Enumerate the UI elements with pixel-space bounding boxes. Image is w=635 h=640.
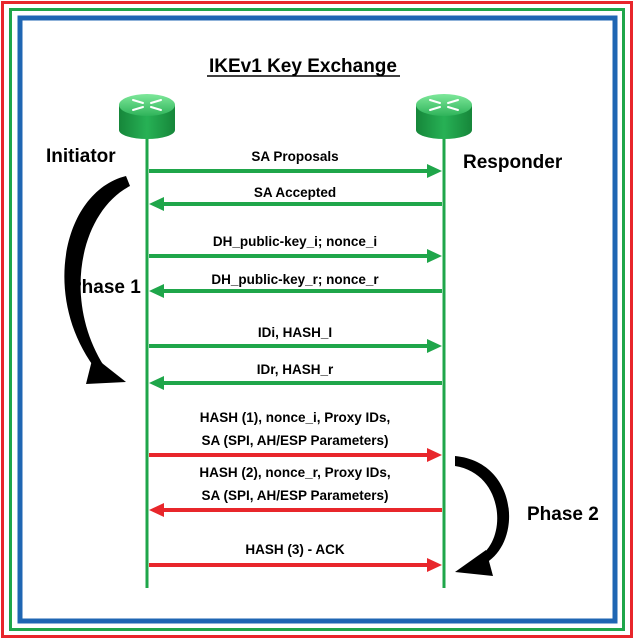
message-label-5: IDi, HASH_I [258,325,332,340]
router-icon [416,94,472,139]
responder-label: Responder [463,152,563,173]
phase1-label: Phase 1 [69,277,141,298]
message-label-2: SA Accepted [254,185,336,200]
message-label-6: IDr, HASH_r [257,362,334,377]
phase2-label: Phase 2 [527,504,599,525]
diagram-title: IKEv1 Key Exchange [209,56,397,77]
message-arrowhead-3 [427,249,442,263]
message-arrowhead-8 [149,503,164,517]
message-arrowhead-2 [149,197,164,211]
message-label-4: DH_public-key_r; nonce_r [211,272,379,287]
frame-inner [17,15,618,624]
router-icon [119,94,175,139]
message-group: SA Proposals SA AcceptedDH_public-key_i; … [149,149,442,572]
phase1-curved-arrow [64,176,130,384]
message-label-9: HASH (3) - ACK [245,542,344,557]
message-arrowhead-9 [427,558,442,572]
message-label-8-line-1: HASH (2), nonce_r, Proxy IDs, [199,465,390,480]
message-arrowhead-1 [427,164,442,178]
initiator-label: Initiator [46,146,116,167]
message-label-3: DH_public-key_i; nonce_i [213,234,377,249]
message-arrowhead-6 [149,376,164,390]
message-label-7-line-1: HASH (1), nonce_i, Proxy IDs, [200,410,391,425]
frame-middle [9,8,625,631]
message-arrowhead-5 [427,339,442,353]
message-label-1: SA Proposals [251,149,338,164]
message-label-8-line-2: SA (SPI, AH/ESP Parameters) [201,488,388,503]
phase2-curved-arrow [455,456,510,576]
message-arrowhead-4 [149,284,164,298]
message-label-7-line-2: SA (SPI, AH/ESP Parameters) [201,433,388,448]
message-arrowhead-7 [427,448,442,462]
